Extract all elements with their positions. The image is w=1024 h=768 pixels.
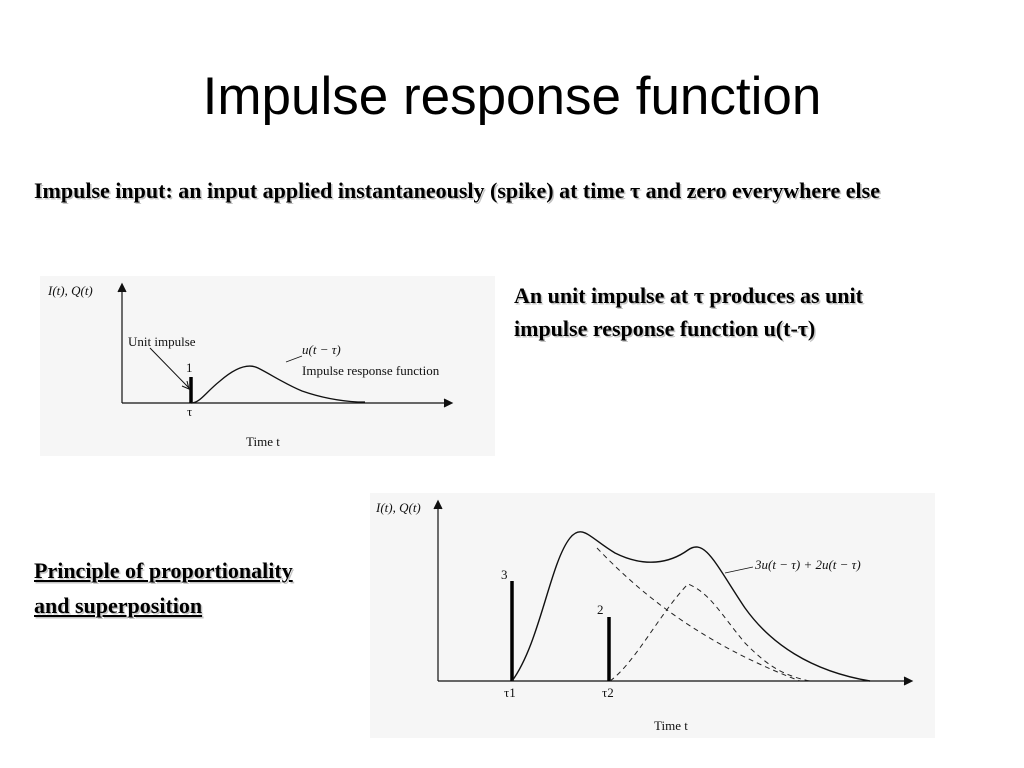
x-axis-label: Time t	[246, 434, 280, 449]
impulse1-magnitude-label: 3	[501, 567, 508, 582]
unit-impulse-diagram: I(t), Q(t) Unit impulse 1 τ u(t − τ) Imp…	[40, 276, 495, 456]
impulse-magnitude-label: 1	[186, 360, 193, 375]
unit-impulse-note: An unit impulse at τ produces as unit im…	[514, 283, 863, 341]
impulse-input-definition: Impulse input: an input applied instanta…	[34, 178, 880, 203]
tau2-label: τ2	[602, 685, 614, 700]
sum-formula-label: 3u(t − τ) + 2u(t − τ)	[754, 557, 861, 572]
unit-impulse-pointer	[149, 347, 190, 389]
principle-text: Principle of proportionality and superpo…	[34, 558, 293, 618]
response-formula-label: u(t − τ)	[302, 342, 341, 357]
tau-label: τ	[187, 404, 192, 419]
tau1-label: τ1	[504, 685, 516, 700]
impulse2-magnitude-label: 2	[597, 602, 604, 617]
y-axis-label: I(t), Q(t)	[47, 283, 93, 298]
sum-label-pointer	[724, 566, 754, 574]
impulse-response-curve	[190, 365, 365, 404]
y-axis-label: I(t), Q(t)	[375, 500, 421, 515]
response-curve-2	[609, 583, 811, 682]
y-axis-arrow	[433, 499, 443, 510]
slide-title: Impulse response function	[202, 67, 822, 126]
response-label-pointer	[285, 355, 303, 363]
x-axis-label: Time t	[654, 718, 688, 733]
superposed-response-curve	[511, 531, 871, 682]
x-axis-arrow	[443, 398, 454, 408]
response-name-label: Impulse response function	[302, 363, 440, 378]
unit-impulse-label: Unit impulse	[128, 334, 196, 349]
superposition-diagram: I(t), Q(t) 3 2 τ1 τ2 3u(t − τ) + 2u(t − …	[370, 493, 935, 738]
principle-heading: Principle of proportionality and superpo…	[34, 553, 314, 623]
x-axis-arrow	[903, 676, 914, 686]
y-axis-arrow	[117, 282, 127, 293]
